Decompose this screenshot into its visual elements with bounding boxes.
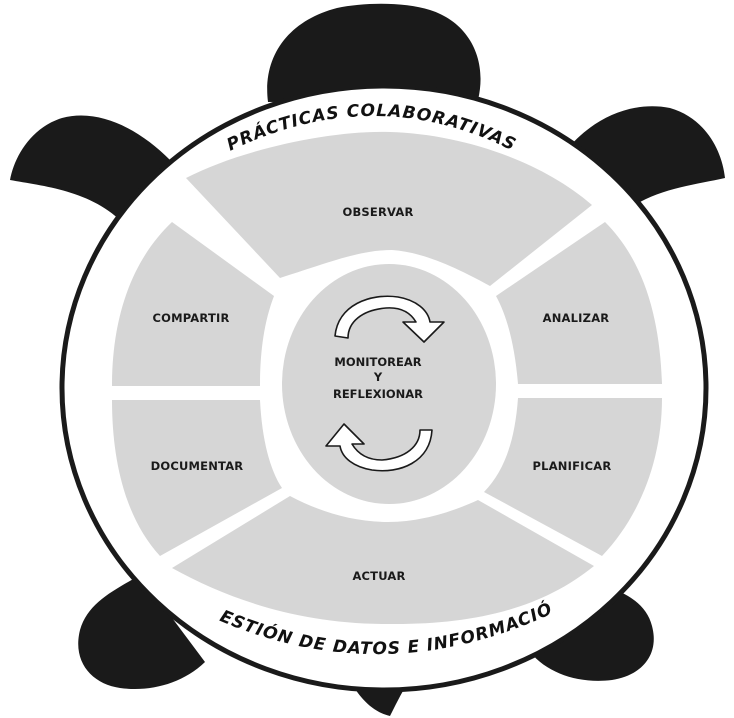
label-analizar: ANALIZAR bbox=[543, 311, 610, 325]
turtle-flipper-front-left bbox=[10, 115, 170, 225]
center-line-2: Y bbox=[373, 370, 383, 384]
label-actuar: ACTUAR bbox=[352, 569, 405, 583]
segment-documentar bbox=[112, 400, 282, 556]
segment-observar bbox=[186, 131, 592, 286]
segment-compartir bbox=[112, 222, 274, 386]
center-line-1: MONITOREAR bbox=[334, 355, 421, 369]
turtle-head bbox=[267, 3, 481, 103]
turtle-flipper-rear-left bbox=[78, 575, 205, 689]
segment-planificar bbox=[484, 398, 662, 556]
segment-actuar bbox=[172, 496, 594, 625]
turtle-flipper-rear-right bbox=[530, 580, 654, 681]
label-planificar: PLANIFICAR bbox=[533, 459, 612, 473]
center-line-3: REFLEXIONAR bbox=[333, 387, 423, 401]
segment-analizar bbox=[496, 222, 662, 384]
label-observar: OBSERVAR bbox=[342, 205, 413, 219]
label-compartir: COMPARTIR bbox=[152, 311, 229, 325]
cycle-arrow-top-icon bbox=[334, 295, 445, 343]
cycle-arrow-bottom-icon bbox=[325, 423, 433, 472]
label-documentar: DOCUMENTAR bbox=[151, 459, 244, 473]
